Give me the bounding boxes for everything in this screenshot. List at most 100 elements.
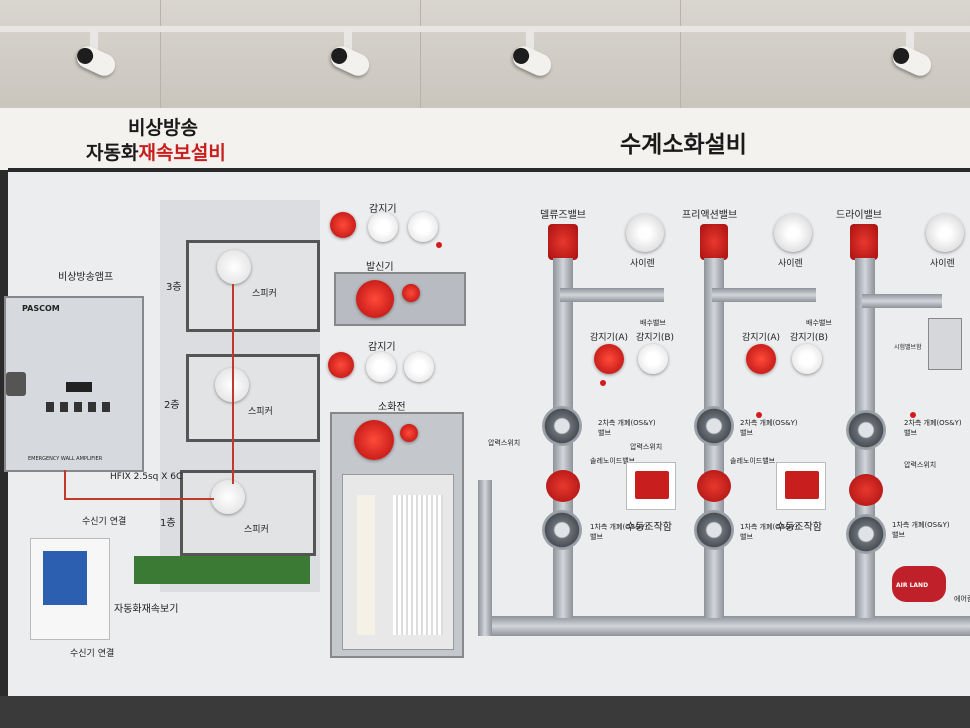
hose-icon [357,495,375,635]
detector-label-top: 감지기 [369,204,397,215]
detector-b-label: 감지기(B) [790,333,829,343]
transmitter-panel [334,272,466,326]
spotlight [72,30,119,80]
detector-label-mid: 감지기 [368,342,396,353]
indicator-dot [436,242,442,248]
dry-valve-icon [850,224,878,260]
broadcast-title-line1: 비상방송 [128,117,198,139]
microphone-icon [6,372,26,396]
air-compressor: AIR LAND [886,552,952,616]
broadcast-title-part1: 자동화 [86,142,139,164]
speaker-label-1f: 스피커 [244,525,269,535]
speaker-label-2f: 스피커 [248,407,273,417]
branch-pipe [862,294,942,308]
spotlight [888,30,935,80]
smoke-detector-icon [366,352,396,382]
siren-label: 사이렌 [930,259,955,269]
deluge-valve-icon [548,224,578,260]
first-side-valve-label: 1차측 개폐(OS&Y)밸브 [892,521,950,539]
detector-a-label: 감지기(A) [742,333,781,343]
osy-valve-wheel-icon [694,406,734,446]
manual-control-label: 수동조작함 [626,522,672,533]
indicator-dot [600,380,606,386]
siren-label: 사이렌 [630,259,655,269]
siren-icon [774,214,812,252]
red-detector-icon [328,352,354,378]
preaction-valve-icon [700,224,728,260]
drain-valve-label: 배수밸브 [806,319,832,327]
osy-valve-wheel-icon [846,514,886,554]
pressure-switch-label: 압력스위치 [904,461,937,469]
hydrant-label: 소화전 [378,402,406,413]
floor-label-3: 3층 [166,282,182,293]
speaker-icon [217,250,251,284]
red-detector-icon [746,344,776,374]
smoke-detector-icon [638,344,668,374]
indicator-dot [756,412,762,418]
amp-display [66,382,92,392]
osy-valve-wheel-icon [846,410,886,450]
pressure-switch-label: 압력스위치 [630,443,663,451]
red-detector-icon [594,344,624,374]
amp-knobs [46,402,116,412]
indicator-lamp-icon [400,424,418,442]
ceiling-seam [160,0,161,112]
second-side-valve-label: 2차측 개폐(OS&Y)밸브 [740,419,798,437]
indicator-dot [910,412,916,418]
manual-control-label: 수동조작함 [776,522,822,533]
auto-dialer-label: 자동화재속보기 [114,604,179,615]
detector-a-label: 감지기(A) [590,333,629,343]
auto-dialer-device [30,538,110,640]
room-1f [180,470,316,556]
osy-valve-wheel-icon [542,510,582,550]
smoke-detector-icon [404,352,434,382]
main-valve-icon [697,470,731,502]
ceiling-seam [420,0,421,112]
header-band [0,108,970,170]
compressor-brand: AIR LAND [896,582,929,589]
floor-label-2: 2층 [164,400,180,411]
test-valve-label: 시험밸브함 [894,344,922,351]
transmitter-label: 발신기 [366,262,394,273]
first-side-valve-label: 1차측 개폐(OS&Y)밸브 [590,523,648,541]
spotlight [326,30,373,80]
broadcast-title-line2: 자동화재속보설비 [86,138,226,165]
main-valve-icon [546,470,580,502]
deluge-valve-label: 델류즈밸브 [540,210,586,221]
detector-b-label: 감지기(B) [636,333,675,343]
ground-lawn [134,556,310,584]
siren-icon [926,214,964,252]
spotlight [508,30,555,80]
ceiling-seam [680,0,681,112]
water-system-title: 수계소화설비 [620,132,747,158]
osy-valve-wheel-icon [542,406,582,446]
amplifier-panel: PASCOM EMERGENCY WALL AMPLIFIER [4,296,144,472]
second-side-valve-label: 2차측 개폐(OS&Y)밸브 [904,419,962,437]
siren-icon [626,214,664,252]
manual-control-box [626,462,676,510]
floor-label-1: 1층 [160,518,176,529]
supply-pipe [478,480,492,636]
branch-pipe [712,288,816,302]
red-detector-icon [330,212,356,238]
branch-pipe [560,288,664,302]
solenoid-label: 솔레노이드밸브 [730,457,776,465]
compressor-tank-icon [892,566,946,602]
broadcast-title-part2: 재속보설비 [138,142,226,164]
receiver-link-label-2: 수신기 연결 [70,649,115,659]
ceiling [0,0,970,112]
hose-coil-icon [393,495,443,635]
alarm-bell-icon [354,420,394,460]
speaker-wire [64,470,66,500]
second-side-valve-label: 2차측 개폐(OS&Y)밸브 [598,419,656,437]
preaction-valve-label: 프리액션밸브 [682,210,738,221]
cable-label: HFIX 2.5sq X 6C [110,472,183,482]
dry-valve-label: 드라이밸브 [836,210,882,221]
siren-label: 사이렌 [778,259,803,269]
speaker-label-3f: 스피커 [252,289,277,299]
manual-control-box [776,462,826,510]
speaker-wire [232,284,234,484]
pressure-switch-label: 압력스위치 [488,439,521,447]
speaker-wire [64,498,214,500]
amp-model: EMERGENCY WALL AMPLIFIER [28,456,103,462]
